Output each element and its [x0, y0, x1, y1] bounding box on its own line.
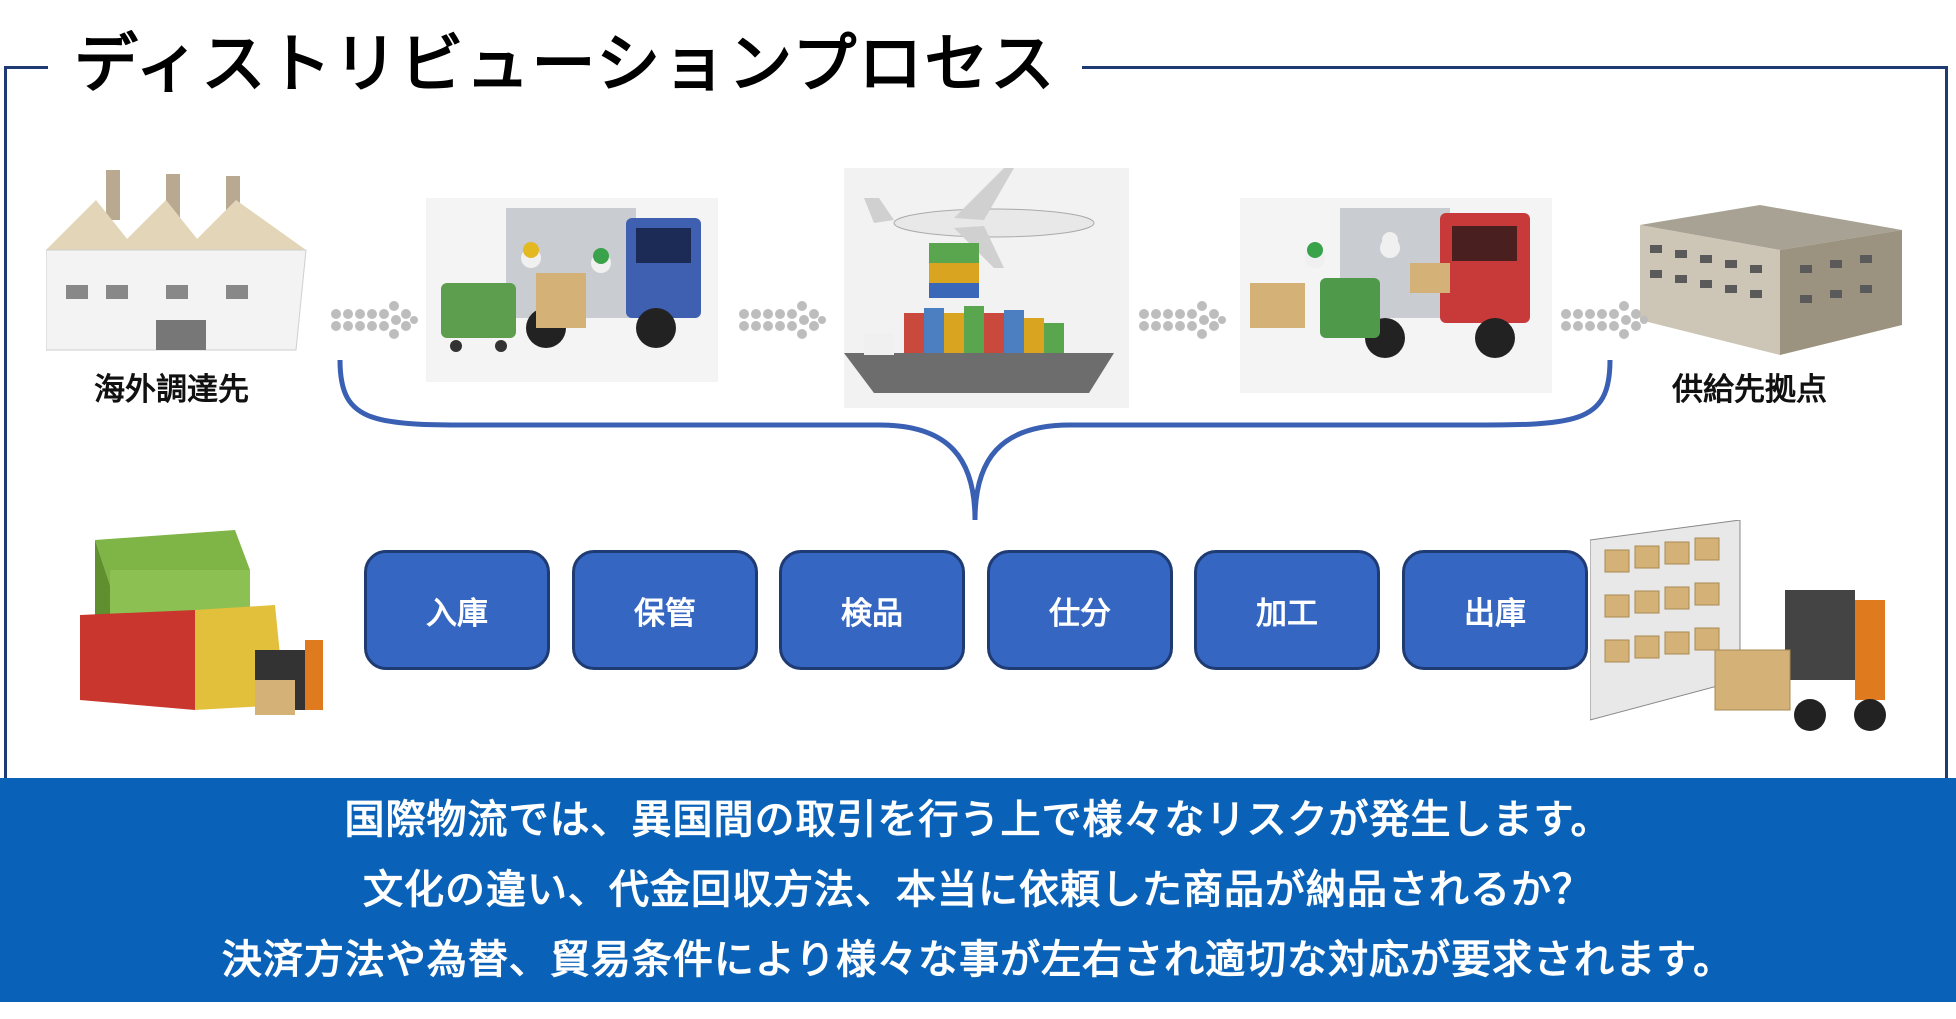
dotted-arrow-icon [331, 301, 418, 339]
process-step-shipping: 出庫 [1402, 550, 1588, 670]
air-sea-freight-illustration [844, 168, 1129, 408]
origin-label: 海外調達先 [94, 372, 249, 408]
process-step-sorting: 仕分 [987, 550, 1173, 670]
process-step-processing: 加工 [1194, 550, 1380, 670]
dotted-arrow-icon [1139, 301, 1226, 339]
process-step-receiving: 入庫 [364, 550, 550, 670]
dotted-arrow-icon [739, 301, 826, 339]
title-area: ディストリビューションプロセス [48, 20, 1083, 110]
process-step-inspection: 検品 [779, 550, 965, 670]
process-step-storage: 保管 [572, 550, 758, 670]
banner-line: 決済方法や為替、貿易条件により様々な事が左右され適切な対応が要求されます。 [221, 937, 1735, 983]
info-banner: 国際物流では、異国間の取引を行う上で様々なリスクが発生します。 文化の違い、代金… [0, 778, 1956, 1002]
warehouse-rack-forklift-illustration [1590, 520, 1886, 731]
page-title: ディストリビューションプロセス [74, 28, 1057, 102]
shipping-containers-illustration [80, 530, 323, 715]
banner-line: 国際物流では、異国間の取引を行う上で様々なリスクが発生します。 [344, 797, 1612, 843]
dotted-arrow-icon [1561, 301, 1648, 339]
banner-line: 文化の違い、代金回収方法、本当に依頼した商品が納品されるか？ [363, 867, 1593, 913]
truck-unloading-illustration [1240, 198, 1552, 393]
factory-illustration [46, 170, 307, 351]
destination-label: 供給先拠点 [1672, 372, 1827, 408]
warehouse-building-illustration [1640, 205, 1902, 355]
curly-brace-connector [337, 359, 1613, 521]
truck-loading-illustration [426, 198, 718, 382]
